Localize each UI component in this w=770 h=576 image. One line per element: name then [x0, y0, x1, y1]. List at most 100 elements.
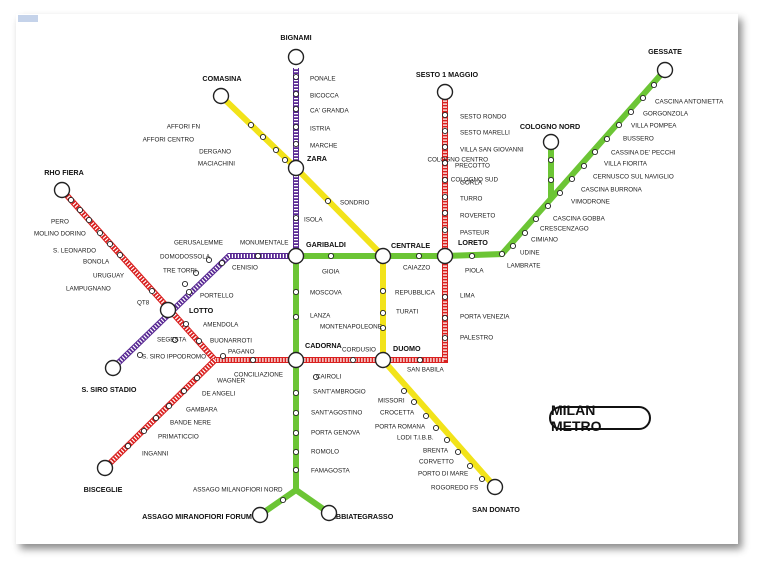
station-dot-wagner: [193, 374, 201, 382]
interchange-label-cadorna: CADORNA: [305, 341, 342, 350]
station-dot-dergano: [272, 146, 280, 154]
interchange-label-duomo: DUOMO: [393, 344, 421, 353]
station-dot-cologno-sud: [547, 176, 555, 184]
station-label-de-angeli: DE ANGELI: [202, 391, 235, 398]
station-dot-bande-nere: [152, 414, 160, 422]
terminal-marker-bisceglie: [96, 459, 114, 477]
station-dot-portello: [185, 288, 193, 296]
station-dot-cenisio: [218, 259, 226, 267]
station-dot-caiazzo: [415, 252, 423, 260]
station-label-maciachini: MACIACHINI: [198, 161, 235, 168]
station-label-lanza: LANZA: [310, 313, 331, 320]
green-line-segment: [258, 68, 668, 518]
interchange-marker-zara: [287, 159, 305, 177]
station-dot-vimodrone: [556, 189, 564, 197]
station-dot-qt8: [148, 287, 156, 295]
station-label-famagosta: FAMAGOSTA: [311, 468, 351, 475]
station-dot-villa-pompea: [627, 108, 635, 116]
station-dot-cairoli: [312, 373, 320, 381]
station-dot-cologno-centro: [547, 156, 555, 164]
station-label-udine: UDINE: [520, 250, 540, 257]
station-label-lima: LIMA: [460, 293, 475, 300]
station-label-villa-pompea: VILLA POMPEA: [631, 123, 677, 130]
station-dot-s-leonardo: [85, 216, 93, 224]
terminal-label-comasina: COMASINA: [202, 74, 241, 83]
station-dot-sesto-marelli: [441, 127, 449, 135]
terminal-label-siro: S. SIRO STADIO: [82, 385, 137, 394]
station-label-pagano: PAGANO: [228, 349, 255, 356]
station-label-turati: TURATI: [396, 309, 419, 316]
interchange-marker-centrale: [374, 247, 392, 265]
map-title: MILAN METRO: [549, 402, 651, 434]
station-label-sondrio: SONDRIO: [340, 200, 369, 207]
station-dot-moscova: [292, 288, 300, 296]
terminal-label-cologno: COLOGNO NORD: [520, 122, 580, 131]
station-label-moscova: MOSCOVA: [310, 290, 343, 297]
station-dot-gioia: [327, 252, 335, 260]
terminal-label-gessate: GESSATE: [648, 47, 682, 56]
station-dot-bussero: [615, 121, 623, 129]
terminal-markers: [53, 48, 674, 524]
station-label-vimodrone: VIMODRONE: [571, 199, 610, 206]
station-dot-lampugnano: [116, 251, 124, 259]
station-dot-rovereto: [441, 209, 449, 217]
station-dot-repubblica: [379, 287, 387, 295]
station-label-crescenzago: CRESCENZAGO: [540, 226, 589, 233]
station-label-gioia: GIOIA: [322, 269, 340, 276]
station-label-montenapoleone: MONTENAPOLEONE: [320, 324, 382, 331]
station-label-corvetto: CORVETTO: [419, 459, 454, 466]
station-label-gambara: GAMBARA: [186, 407, 218, 414]
station-label-rovereto: ROVERETO: [460, 213, 495, 220]
station-label-gerusalemme: GERUSALEMME: [174, 240, 223, 247]
station-label-bonola: BONOLA: [83, 259, 110, 266]
station-dot-cordusio: [349, 356, 357, 364]
terminal-marker-gessate: [656, 61, 674, 79]
station-label-bussero: BUSSERO: [623, 136, 654, 143]
station-dot-montenapoleone: [379, 324, 387, 332]
station-label-cascina-antonietta: CASCINA ANTONIETTA: [655, 99, 724, 106]
station-dot-precotto: [441, 159, 449, 167]
terminal-marker-assago: [251, 506, 269, 524]
station-dot-tre-torri: [181, 280, 189, 288]
station-dot-primaticcio: [140, 427, 148, 435]
station-dot-pasteur: [441, 226, 449, 234]
terminal-marker-abbiategrasso: [320, 504, 338, 522]
station-dot-sesto-rondo: [441, 111, 449, 119]
station-dot-uruguay: [106, 240, 114, 248]
interchange-label-centrale: CENTRALE: [391, 241, 430, 250]
station-label-villa-san-giovanni: VILLA SAN GIOVANNI: [460, 147, 524, 154]
station-label-palestro: PALESTRO: [460, 335, 493, 342]
station-dot-cassina-de-pecchi: [603, 135, 611, 143]
station-label-assago-milanofiori-nord: ASSAGO MILANOFIORI NORD: [193, 487, 283, 494]
station-dot-lanza: [292, 313, 300, 321]
station-label-san-babila: SAN BABILA: [407, 367, 445, 374]
station-dot-ponale: [292, 73, 300, 81]
station-dot-conciliazione: [249, 356, 257, 364]
station-dot-palestro: [441, 334, 449, 342]
station-label-sesto-marelli: SESTO MARELLI: [460, 130, 510, 137]
station-label-gorgonzola: GORGONZOLA: [643, 111, 689, 118]
station-label-villa-fiorita: VILLA FIORITA: [604, 161, 648, 168]
station-label-wagner: WAGNER: [217, 378, 246, 385]
interchange-label-zara: ZARA: [307, 154, 327, 163]
station-label-porta-genova: PORTA GENOVA: [311, 430, 361, 437]
station-label-ponale: PONALE: [310, 76, 336, 83]
station-label-repubblica: REPUBBLICA: [395, 290, 436, 297]
station-label-cernusco-sul-naviglio: CERNUSCO SUL NAVIGLIO: [593, 174, 674, 181]
station-dot-affori-centro: [259, 133, 267, 141]
station-dot-gambara: [165, 402, 173, 410]
station-label-cimiano: CIMIANO: [531, 237, 558, 244]
station-dot-turro: [441, 193, 449, 201]
station-label-caiazzo: CAIAZZO: [403, 265, 430, 272]
station-dot-cascina-antonietta: [650, 81, 658, 89]
station-dot-cernusco-sul-naviglio: [580, 162, 588, 170]
station-dot-segesta: [171, 336, 179, 344]
station-dot-bonola: [96, 229, 104, 237]
purple-line-branch-hatch: [111, 254, 296, 370]
station-dot-amendola: [182, 320, 190, 328]
station-dot-affori-fn: [247, 121, 255, 129]
station-label-bicocca: BICOCCA: [310, 93, 339, 100]
station-label-brenta: BRENTA: [423, 448, 449, 455]
station-dot-lambrate: [498, 250, 506, 258]
